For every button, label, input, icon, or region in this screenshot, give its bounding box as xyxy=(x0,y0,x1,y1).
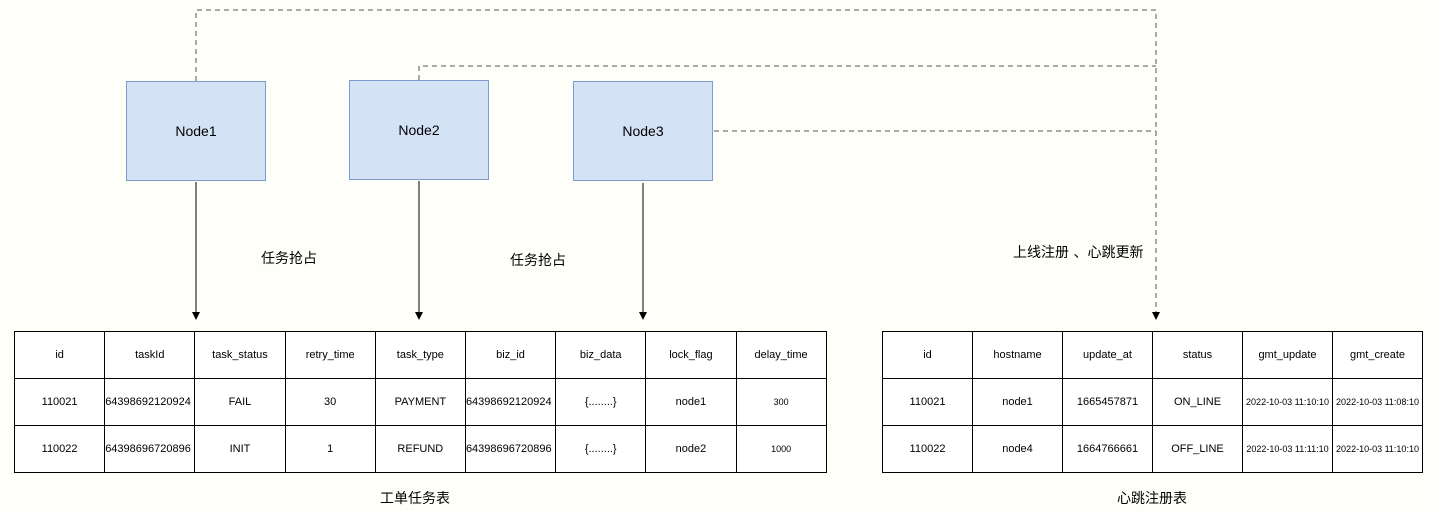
node2-heartbeat-connector xyxy=(418,65,1156,80)
node3-label: Node3 xyxy=(622,123,664,139)
table-cell: 1000 xyxy=(735,425,827,473)
table-cell: 30 xyxy=(284,378,376,426)
heartbeat-table-caption: 心跳注册表 xyxy=(1117,491,1187,507)
table-cell: {........} xyxy=(555,378,647,426)
table-cell: 64398696720896 xyxy=(104,425,196,473)
task-table-caption: 工单任务表 xyxy=(380,491,450,507)
column-header: hostname xyxy=(972,331,1063,379)
table-cell: {........} xyxy=(555,425,647,473)
task-grab-label-1: 任务抢占 xyxy=(261,251,317,267)
node2-box: Node2 xyxy=(349,80,489,180)
register-heartbeat-label: 上线注册 、心跳更新 xyxy=(1013,245,1144,261)
table-cell: OFF_LINE xyxy=(1152,425,1243,473)
table-cell: 110021 xyxy=(13,378,106,426)
column-header: task_status xyxy=(194,331,286,379)
table-cell: 64398696720896 xyxy=(464,425,557,473)
column-header: delay_time xyxy=(735,331,827,379)
table-cell: REFUND xyxy=(374,425,466,473)
table-cell: 110021 xyxy=(882,378,973,426)
table-cell: 64398692120924 xyxy=(104,378,196,426)
table-cell: node1 xyxy=(645,378,737,426)
table-cell: 2022-10-03 11:11:10 xyxy=(1242,425,1333,473)
table-cell: 2022-10-03 11:10:10 xyxy=(1242,378,1333,426)
node3-box: Node3 xyxy=(573,81,713,181)
table-cell: PAYMENT xyxy=(374,378,466,426)
table-cell: 300 xyxy=(735,378,827,426)
table-cell: node2 xyxy=(645,425,737,473)
column-header: lock_flag xyxy=(645,331,737,379)
node2-label: Node2 xyxy=(398,122,440,138)
column-header: taskId xyxy=(104,331,196,379)
node1-heartbeat-connector xyxy=(195,9,1157,312)
table-cell: FAIL xyxy=(194,378,286,426)
table-cell: 1664766661 xyxy=(1062,425,1153,473)
column-header: biz_id xyxy=(464,331,557,379)
table-cell: 64398692120924 xyxy=(464,378,557,426)
column-header: biz_data xyxy=(555,331,647,379)
column-header: gmt_create xyxy=(1332,331,1423,379)
node1-label: Node1 xyxy=(175,123,217,139)
column-header: gmt_update xyxy=(1242,331,1333,379)
node1-box: Node1 xyxy=(126,81,266,181)
node2-grab-arrowhead xyxy=(415,312,423,320)
table-cell: 110022 xyxy=(13,425,106,473)
table-cell: ON_LINE xyxy=(1152,378,1243,426)
column-header: task_type xyxy=(374,331,466,379)
column-header: retry_time xyxy=(284,331,376,379)
table-cell: 1 xyxy=(284,425,376,473)
table-cell: 1665457871 xyxy=(1062,378,1153,426)
node1-grab-arrowhead xyxy=(192,312,200,320)
node3-grab-arrowhead xyxy=(639,312,647,320)
column-header: id xyxy=(13,331,106,379)
table-cell: INIT xyxy=(194,425,286,473)
table-cell: 110022 xyxy=(882,425,973,473)
column-header: id xyxy=(882,331,973,379)
table-cell: node1 xyxy=(972,378,1063,426)
column-header: update_at xyxy=(1062,331,1153,379)
task-grab-label-2: 任务抢占 xyxy=(510,253,566,269)
table-cell: 2022-10-03 11:08:10 xyxy=(1332,378,1423,426)
heartbeat-arrowhead xyxy=(1152,312,1160,320)
table-cell: 2022-10-03 11:10:10 xyxy=(1332,425,1423,473)
column-header: status xyxy=(1152,331,1243,379)
table-cell: node4 xyxy=(972,425,1063,473)
